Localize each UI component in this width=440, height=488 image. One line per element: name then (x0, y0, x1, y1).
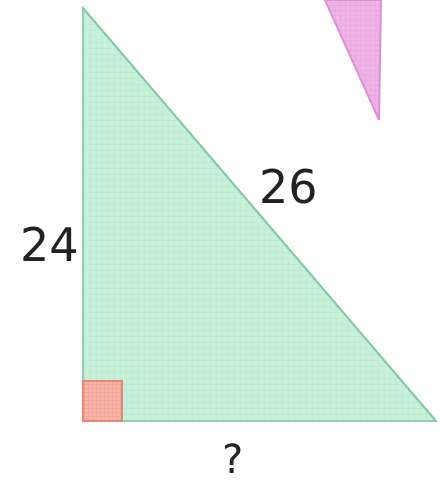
right-angle-marker (82, 380, 123, 422)
pink-triangle (323, 0, 383, 121)
hypotenuse-label: 26 (259, 160, 318, 214)
unknown-bottom-label: ? (222, 437, 243, 483)
hypotenuse-line (82, 7, 437, 422)
left-leg-label: 24 (20, 218, 79, 272)
